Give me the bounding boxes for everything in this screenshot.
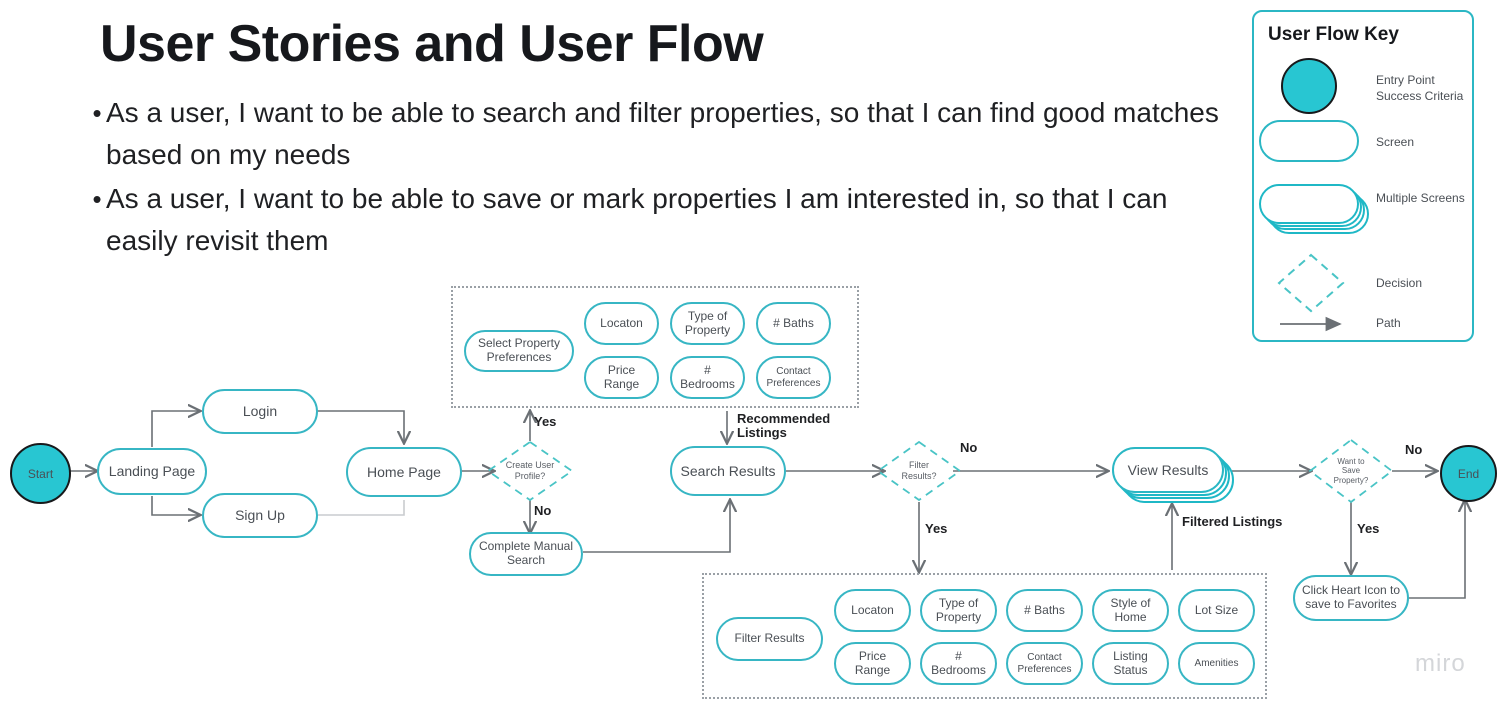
user-stories-list: • As a user, I want to be able to search… — [88, 92, 1228, 264]
filter-option-num-bedrooms[interactable]: # Bedrooms — [920, 642, 997, 685]
node-want-to-save-decision[interactable]: Want to Save Property? — [1308, 438, 1394, 504]
pref-option-contact-preferences[interactable]: Contact Preferences — [756, 356, 831, 399]
user-flow-key-panel: User Flow Key Entry Point Success Criter… — [1252, 10, 1474, 342]
node-label: Lot Size — [1194, 602, 1239, 617]
edge-label-no-create-profile: No — [534, 503, 552, 518]
node-label: Price Range — [603, 362, 640, 391]
node-label-wrap: View Results — [1112, 447, 1224, 493]
node-label: Home Page — [367, 463, 441, 480]
bullet-marker-icon: • — [92, 98, 102, 128]
node-label: # Baths — [1024, 602, 1065, 617]
pref-option-num-bedrooms[interactable]: # Bedrooms — [670, 356, 745, 399]
legend-label-multiple-screens: Multiple Screens — [1376, 191, 1465, 205]
pref-option-type-of-property[interactable]: Type of Property — [670, 302, 745, 345]
filter-option-price-range[interactable]: Price Range — [834, 642, 911, 685]
node-label: Complete Manual Search — [478, 539, 574, 567]
node-label: Filter Results? — [901, 460, 937, 481]
node-label: Price Range — [854, 648, 891, 677]
legend-label-path: Path — [1376, 316, 1401, 330]
node-login[interactable]: Login — [202, 389, 318, 434]
page-title: User Stories and User Flow — [100, 15, 764, 73]
edge-label-yes-create-profile: Yes — [534, 414, 557, 429]
node-create-user-profile-decision[interactable]: Create User Profile? — [486, 440, 574, 502]
filter-option-style-of-home[interactable]: Style of Home — [1092, 589, 1169, 632]
user-story-text: As a user, I want to be able to search a… — [106, 97, 1219, 170]
node-label: Click Heart Icon to save to Favorites — [1301, 583, 1401, 611]
filter-option-amenities[interactable]: Amenities — [1178, 642, 1255, 685]
node-label: Search Results — [680, 462, 776, 479]
node-label: Amenities — [1194, 657, 1239, 669]
filter-option-lot-size[interactable]: Lot Size — [1178, 589, 1255, 632]
edge-label-yes-save: Yes — [1357, 521, 1380, 536]
legend-entry-point-icon — [1281, 58, 1337, 114]
node-search-results[interactable]: Search Results — [670, 446, 786, 496]
node-label: Listing Status — [1113, 648, 1148, 677]
pref-option-locaton[interactable]: Locaton — [584, 302, 659, 345]
node-label: Create User Profile? — [505, 460, 555, 481]
node-label: View Results — [1127, 462, 1209, 478]
filter-option-contact-preferences[interactable]: Contact Preferences — [1006, 642, 1083, 685]
legend-label-decision: Decision — [1376, 276, 1423, 290]
legend-label-screen: Screen — [1376, 135, 1415, 149]
list-item: • As a user, I want to be able to save o… — [88, 178, 1228, 262]
edge-label-no-filter: No — [960, 440, 978, 455]
edge-label-filtered-listings: Filtered Listings — [1182, 514, 1283, 529]
node-label: Type of Property — [684, 308, 731, 337]
node-home-page[interactable]: Home Page — [346, 447, 462, 497]
node-end[interactable]: End — [1440, 445, 1497, 502]
filter-option-num-baths[interactable]: # Baths — [1006, 589, 1083, 632]
legend-screen-icon — [1259, 120, 1359, 162]
node-label: Type of Property — [935, 595, 982, 624]
dashed-diamond-icon — [876, 440, 962, 502]
node-view-results[interactable]: View Results — [1112, 447, 1234, 503]
pref-option-price-range[interactable]: Price Range — [584, 356, 659, 399]
legend-multiple-screens-icon — [1259, 184, 1369, 234]
node-label: # Baths — [773, 315, 814, 330]
node-label: Style of Home — [1110, 595, 1151, 624]
node-label: Landing Page — [108, 463, 196, 480]
node-label: Filter Results — [734, 631, 805, 646]
pref-option-num-baths[interactable]: # Baths — [756, 302, 831, 345]
miro-watermark: miro — [1415, 650, 1466, 677]
node-complete-manual-search[interactable]: Complete Manual Search — [469, 532, 583, 576]
list-item: • As a user, I want to be able to search… — [88, 92, 1228, 176]
node-label: # Bedrooms — [931, 648, 986, 677]
node-label: End — [1457, 466, 1480, 481]
node-label: Contact Preferences — [766, 366, 821, 389]
node-filter-results[interactable]: Filter Results — [716, 617, 823, 661]
node-label: Locaton — [600, 315, 643, 330]
node-label: Login — [242, 403, 278, 420]
node-label: # Bedrooms — [680, 362, 735, 391]
edge-label-recommended-listings: Recommended Listings — [737, 411, 831, 440]
node-select-property-preferences[interactable]: Select Property Preferences — [464, 330, 574, 372]
node-label: Want to Save Property? — [1333, 456, 1369, 485]
node-filter-results-decision[interactable]: Filter Results? — [876, 440, 962, 502]
filter-option-listing-status[interactable]: Listing Status — [1092, 642, 1169, 685]
edge-label-no-save: No — [1405, 442, 1423, 457]
legend-path-arrow-icon — [1280, 316, 1342, 332]
filter-option-type-of-property[interactable]: Type of Property — [920, 589, 997, 632]
node-sign-up[interactable]: Sign Up — [202, 493, 318, 538]
node-label: Sign Up — [235, 507, 285, 524]
user-story-text: As a user, I want to be able to save or … — [106, 183, 1168, 256]
edge-label-yes-filter: Yes — [925, 521, 948, 536]
node-landing-page[interactable]: Landing Page — [97, 448, 207, 495]
node-label: Locaton — [851, 602, 894, 617]
filters-group-container — [702, 573, 1267, 699]
legend-label-entry-point: Entry Point Success Criteria — [1376, 73, 1464, 104]
node-label: Start — [27, 466, 54, 481]
filter-option-locaton[interactable]: Locaton — [834, 589, 911, 632]
node-label: Contact Preferences — [1017, 652, 1072, 675]
node-start[interactable]: Start — [10, 443, 71, 504]
legend-title: User Flow Key — [1268, 24, 1399, 45]
preferences-group-container — [451, 286, 859, 408]
node-click-heart-icon[interactable]: Click Heart Icon to save to Favorites — [1293, 575, 1409, 621]
bullet-marker-icon: • — [92, 184, 102, 214]
legend-decision-icon — [1277, 253, 1345, 313]
node-label: Select Property Preferences — [477, 336, 561, 364]
